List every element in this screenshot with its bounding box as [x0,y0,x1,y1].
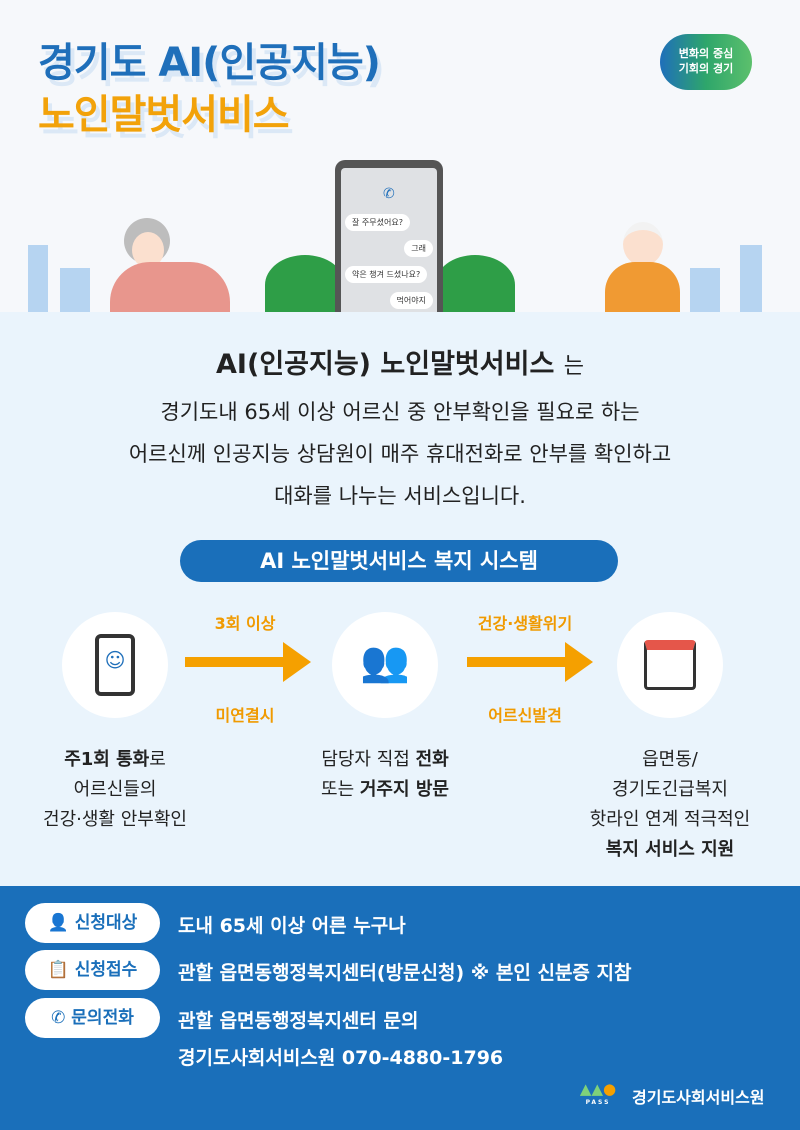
grandpa-face [623,222,663,266]
step2-text: 담당자 직접 [321,749,416,770]
step3-caption: 읍면동/ 경기도긴급복지 핫라인 연계 적극적인 복지 서비스 지원 [560,745,780,865]
intro-line: 경기도내 65세 이상 어르신 중 안부확인을 필요로 하는 [160,400,640,424]
robot-phone-icon: ☺ [62,612,168,718]
arrow-1 [185,657,285,667]
step1-text: 로 [149,749,166,770]
label-inquiry: ✆ 문의전화 [25,998,160,1038]
label-text: 문의전화 [71,1008,134,1028]
arrow-2 [467,657,567,667]
step1-caption: 주1회 통화로 어르신들의 건강·생활 안부확인 [5,745,225,835]
chat-bubble: 먹어야지 [389,292,433,309]
footer-org: 경기도사회서비스원 [632,1088,765,1107]
bush-illustration [435,255,515,315]
label-text: 신청접수 [74,960,138,980]
application-text: 관할 읍면동행정복지센터(방문신청) ※ 본인 신분증 지참 [178,962,632,984]
pass-logo-text: PASS [585,1099,611,1106]
document-icon: 📋 [47,960,69,980]
step1-bold: 주1회 통화 [64,749,150,770]
phone-icon: ✆ [51,1008,66,1028]
title-line1: 경기도 AI(인공지능) [38,40,381,86]
step1-line: 어르신들의 [73,779,157,800]
arrow-1-top-label: 3회 이상 [214,614,276,633]
label-applicant: 👤 신청대상 [25,903,160,943]
step3-bold: 복지 서비스 지원 [605,839,735,860]
step2-bold: 거주지 방문 [359,779,449,800]
intro-line: 어르신께 인공지능 상담원이 매주 휴대전화로 안부를 확인하고 [128,442,672,466]
calendar-checklist-icon [617,612,723,718]
building-illustration [690,268,720,314]
building-illustration [60,268,90,314]
inquiry-text: 관할 읍면동행정복지센터 문의 [178,1010,419,1032]
intro-heading-suffix: 는 [563,354,584,379]
step2-text: 또는 [321,779,360,800]
arrow-2-head [565,642,593,682]
grandpa-illustration [605,262,680,314]
arrow-1-bottom-label: 미연결시 [215,706,275,725]
grandma-illustration [110,262,230,314]
step2-caption: 담당자 직접 전화 또는 거주지 방문 [275,745,495,805]
intro-heading: AI(인공지능) 노인말벗서비스 는 [0,342,800,381]
building-illustration [740,245,762,315]
system-title: AI 노인말벗서비스 복지 시스템 [180,540,618,582]
arrow-2-bottom-label: 어르신발견 [488,706,562,725]
person-icon: 👤 [47,913,69,933]
logo-line1: 변화의 중심 [678,47,734,60]
step3-line: 경기도긴급복지 [612,779,728,800]
inquiry-phone: 경기도사회서비스원 070-4880-1796 [178,1047,504,1069]
logo-line2: 기회의 경기 [678,62,734,75]
intro-panel [0,312,800,886]
arrow-2-top-label: 건강·생활위기 [477,614,573,633]
arrow-1-head [283,642,311,682]
chat-bubble: 그래 [404,240,433,257]
building-illustration [28,245,48,315]
step3-line: 읍면동/ [642,749,698,770]
pass-logo: ▲▲●PASS [572,1082,624,1108]
intro-line: 대화를 나누는 서비스입니다. [274,484,526,508]
applicant-text: 도내 65세 이상 어른 누구나 [178,915,406,937]
step1-line: 건강·생활 안부확인 [43,809,187,830]
chat-bubble: 잘 주무셨어요? [345,214,410,231]
title-line2: 노인말벗서비스 [38,92,290,138]
step3-line: 핫라인 연계 적극적인 [589,809,751,830]
bush-illustration [265,255,345,315]
phone-illustration: ✆ 잘 주무셨어요? 그래 약은 챙겨 드셨나요? 먹어야지 [335,160,443,316]
intro-heading-text: AI(인공지능) 노인말벗서비스 [216,349,555,380]
phone-icon: ✆ [383,186,395,202]
chat-bubble: 약은 챙겨 드셨나요? [345,266,428,283]
counseling-icon: 👥 [332,612,438,718]
label-application: 📋 신청접수 [25,950,160,990]
label-text: 신청대상 [74,913,138,933]
step2-bold: 전화 [415,749,449,770]
